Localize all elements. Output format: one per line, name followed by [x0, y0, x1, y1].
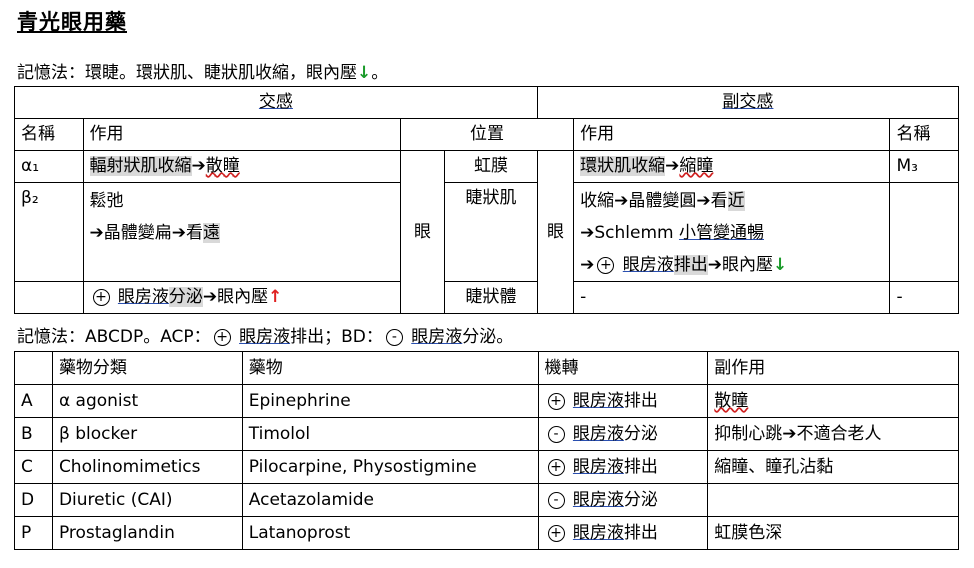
drug-class: Prostaglandin	[51, 516, 243, 550]
ciliary-muscle-location: 睫狀肌	[444, 182, 538, 282]
mechanism: + 眼房液排出	[537, 450, 709, 484]
name-left-header: 名稱	[14, 118, 84, 151]
drug-name: Latanoprost	[241, 516, 539, 550]
drug-class: Cholinomimetics	[51, 450, 243, 484]
name-right-header: 名稱	[889, 118, 959, 151]
drug-class: Diuretic (CAI)	[51, 483, 243, 517]
minus-circle-icon: -	[547, 425, 565, 443]
para-action-dash: -	[573, 281, 891, 314]
drug-name: Epinephrine	[241, 384, 539, 418]
plus-circle-icon: +	[213, 328, 231, 346]
memo1-suffix: 。	[371, 63, 389, 83]
drug-name: Pilocarpine, Physostigmine	[241, 450, 539, 484]
location-header: 位置	[399, 118, 575, 151]
para-name-empty	[889, 182, 959, 282]
action-left-header: 作用	[82, 118, 401, 151]
table-row: B β blocker Timolol - 眼房液分泌 抑制心跳➔不適合老人	[14, 417, 959, 451]
header-mechanism: 機轉	[537, 351, 709, 385]
up-arrow-icon: ↑	[268, 287, 283, 307]
mechanism: - 眼房液分泌	[537, 417, 709, 451]
receptor-table: 交感 副交感 名稱 作用 位置 作用 名稱 α₁ 輻射狀肌收縮➔散瞳 眼 虹膜 …	[14, 86, 960, 314]
row-id: C	[14, 450, 53, 484]
plus-circle-icon: +	[547, 458, 565, 476]
header-id	[14, 351, 53, 385]
iris-location: 虹膜	[444, 150, 538, 183]
side-effect: 抑制心跳➔不適合老人	[707, 417, 959, 451]
plus-circle-icon: +	[597, 256, 615, 274]
row-id: D	[14, 483, 53, 517]
minus-circle-icon: -	[385, 328, 403, 346]
table-row: C Cholinomimetics Pilocarpine, Physostig…	[14, 450, 959, 484]
para-name-m3: M₃	[889, 150, 959, 183]
table-row: P Prostaglandin Latanoprost + 眼房液排出 虹膜色深	[14, 516, 959, 550]
para-action-iris: 環狀肌收縮➔縮瞳	[573, 150, 891, 183]
action-right-header: 作用	[573, 118, 891, 151]
side-effect	[707, 483, 959, 517]
down-arrow-icon: ↓	[357, 63, 372, 83]
sympathetic-header: 交感	[14, 86, 538, 119]
eye-label-left: 眼	[399, 150, 446, 314]
row-id: B	[14, 417, 53, 451]
drug-name: Timolol	[241, 417, 539, 451]
table-row: A α agonist Epinephrine + 眼房液排出 散瞳	[14, 384, 959, 418]
parasympathetic-header: 副交感	[536, 86, 960, 119]
page-title: 青光眼用藥	[17, 10, 127, 34]
drug-table: 藥物分類 藥物 機轉 副作用 A α agonist Epinephrine +…	[14, 351, 959, 550]
side-effect: 縮瞳、瞳孔沾黏	[707, 450, 959, 484]
eye-label-right: 眼	[536, 150, 575, 314]
plus-circle-icon: +	[92, 288, 110, 306]
memo1-text: 記憶法：環睫。環狀肌、睫狀肌收縮，眼內壓	[17, 63, 357, 83]
drug-name: Acetazolamide	[241, 483, 539, 517]
table-row: D Diuretic (CAI) Acetazolamide - 眼房液分泌	[14, 483, 959, 517]
last-name-empty	[14, 281, 84, 314]
plus-circle-icon: +	[547, 524, 565, 542]
mechanism: + 眼房液排出	[537, 384, 709, 418]
memo-line-2: 記憶法：ABCDP。ACP：+ 眼房液排出；BD：- 眼房液分泌。	[17, 327, 514, 347]
down-arrow-icon: ↓	[773, 255, 788, 275]
plus-circle-icon: +	[547, 392, 565, 410]
row-id: A	[14, 384, 53, 418]
row-id: P	[14, 516, 53, 550]
ciliary-body-location: 睫狀體	[444, 281, 538, 314]
side-effect: 散瞳	[707, 384, 959, 418]
drug-table-header: 藥物分類 藥物 機轉 副作用	[14, 351, 959, 385]
side-effect: 虹膜色深	[707, 516, 959, 550]
alpha-name: α₁	[14, 150, 84, 183]
header-class: 藥物分類	[51, 351, 243, 385]
secretion-action: + 眼房液分泌➔眼內壓↑	[82, 281, 401, 314]
alpha-action: 輻射狀肌收縮➔散瞳	[82, 150, 401, 183]
mechanism: + 眼房液排出	[537, 516, 709, 550]
drug-class: β blocker	[51, 417, 243, 451]
para-action-ciliary: 收縮➔晶體變圓➔看近 ➔Schlemm 小管變通暢 ➔+ 眼房液排出➔眼內壓↓	[573, 182, 891, 282]
drug-class: α agonist	[51, 384, 243, 418]
header-drug: 藥物	[241, 351, 539, 385]
minus-circle-icon: -	[547, 491, 565, 509]
header-side-effect: 副作用	[707, 351, 959, 385]
memo-line-1: 記憶法：環睫。環狀肌、睫狀肌收縮，眼內壓↓。	[17, 58, 388, 83]
beta-name: β₂	[14, 182, 84, 282]
mechanism: - 眼房液分泌	[537, 483, 709, 517]
beta-action: 鬆弛 ➔晶體變扁➔看遠	[82, 182, 401, 282]
para-name-dash: -	[889, 281, 959, 314]
